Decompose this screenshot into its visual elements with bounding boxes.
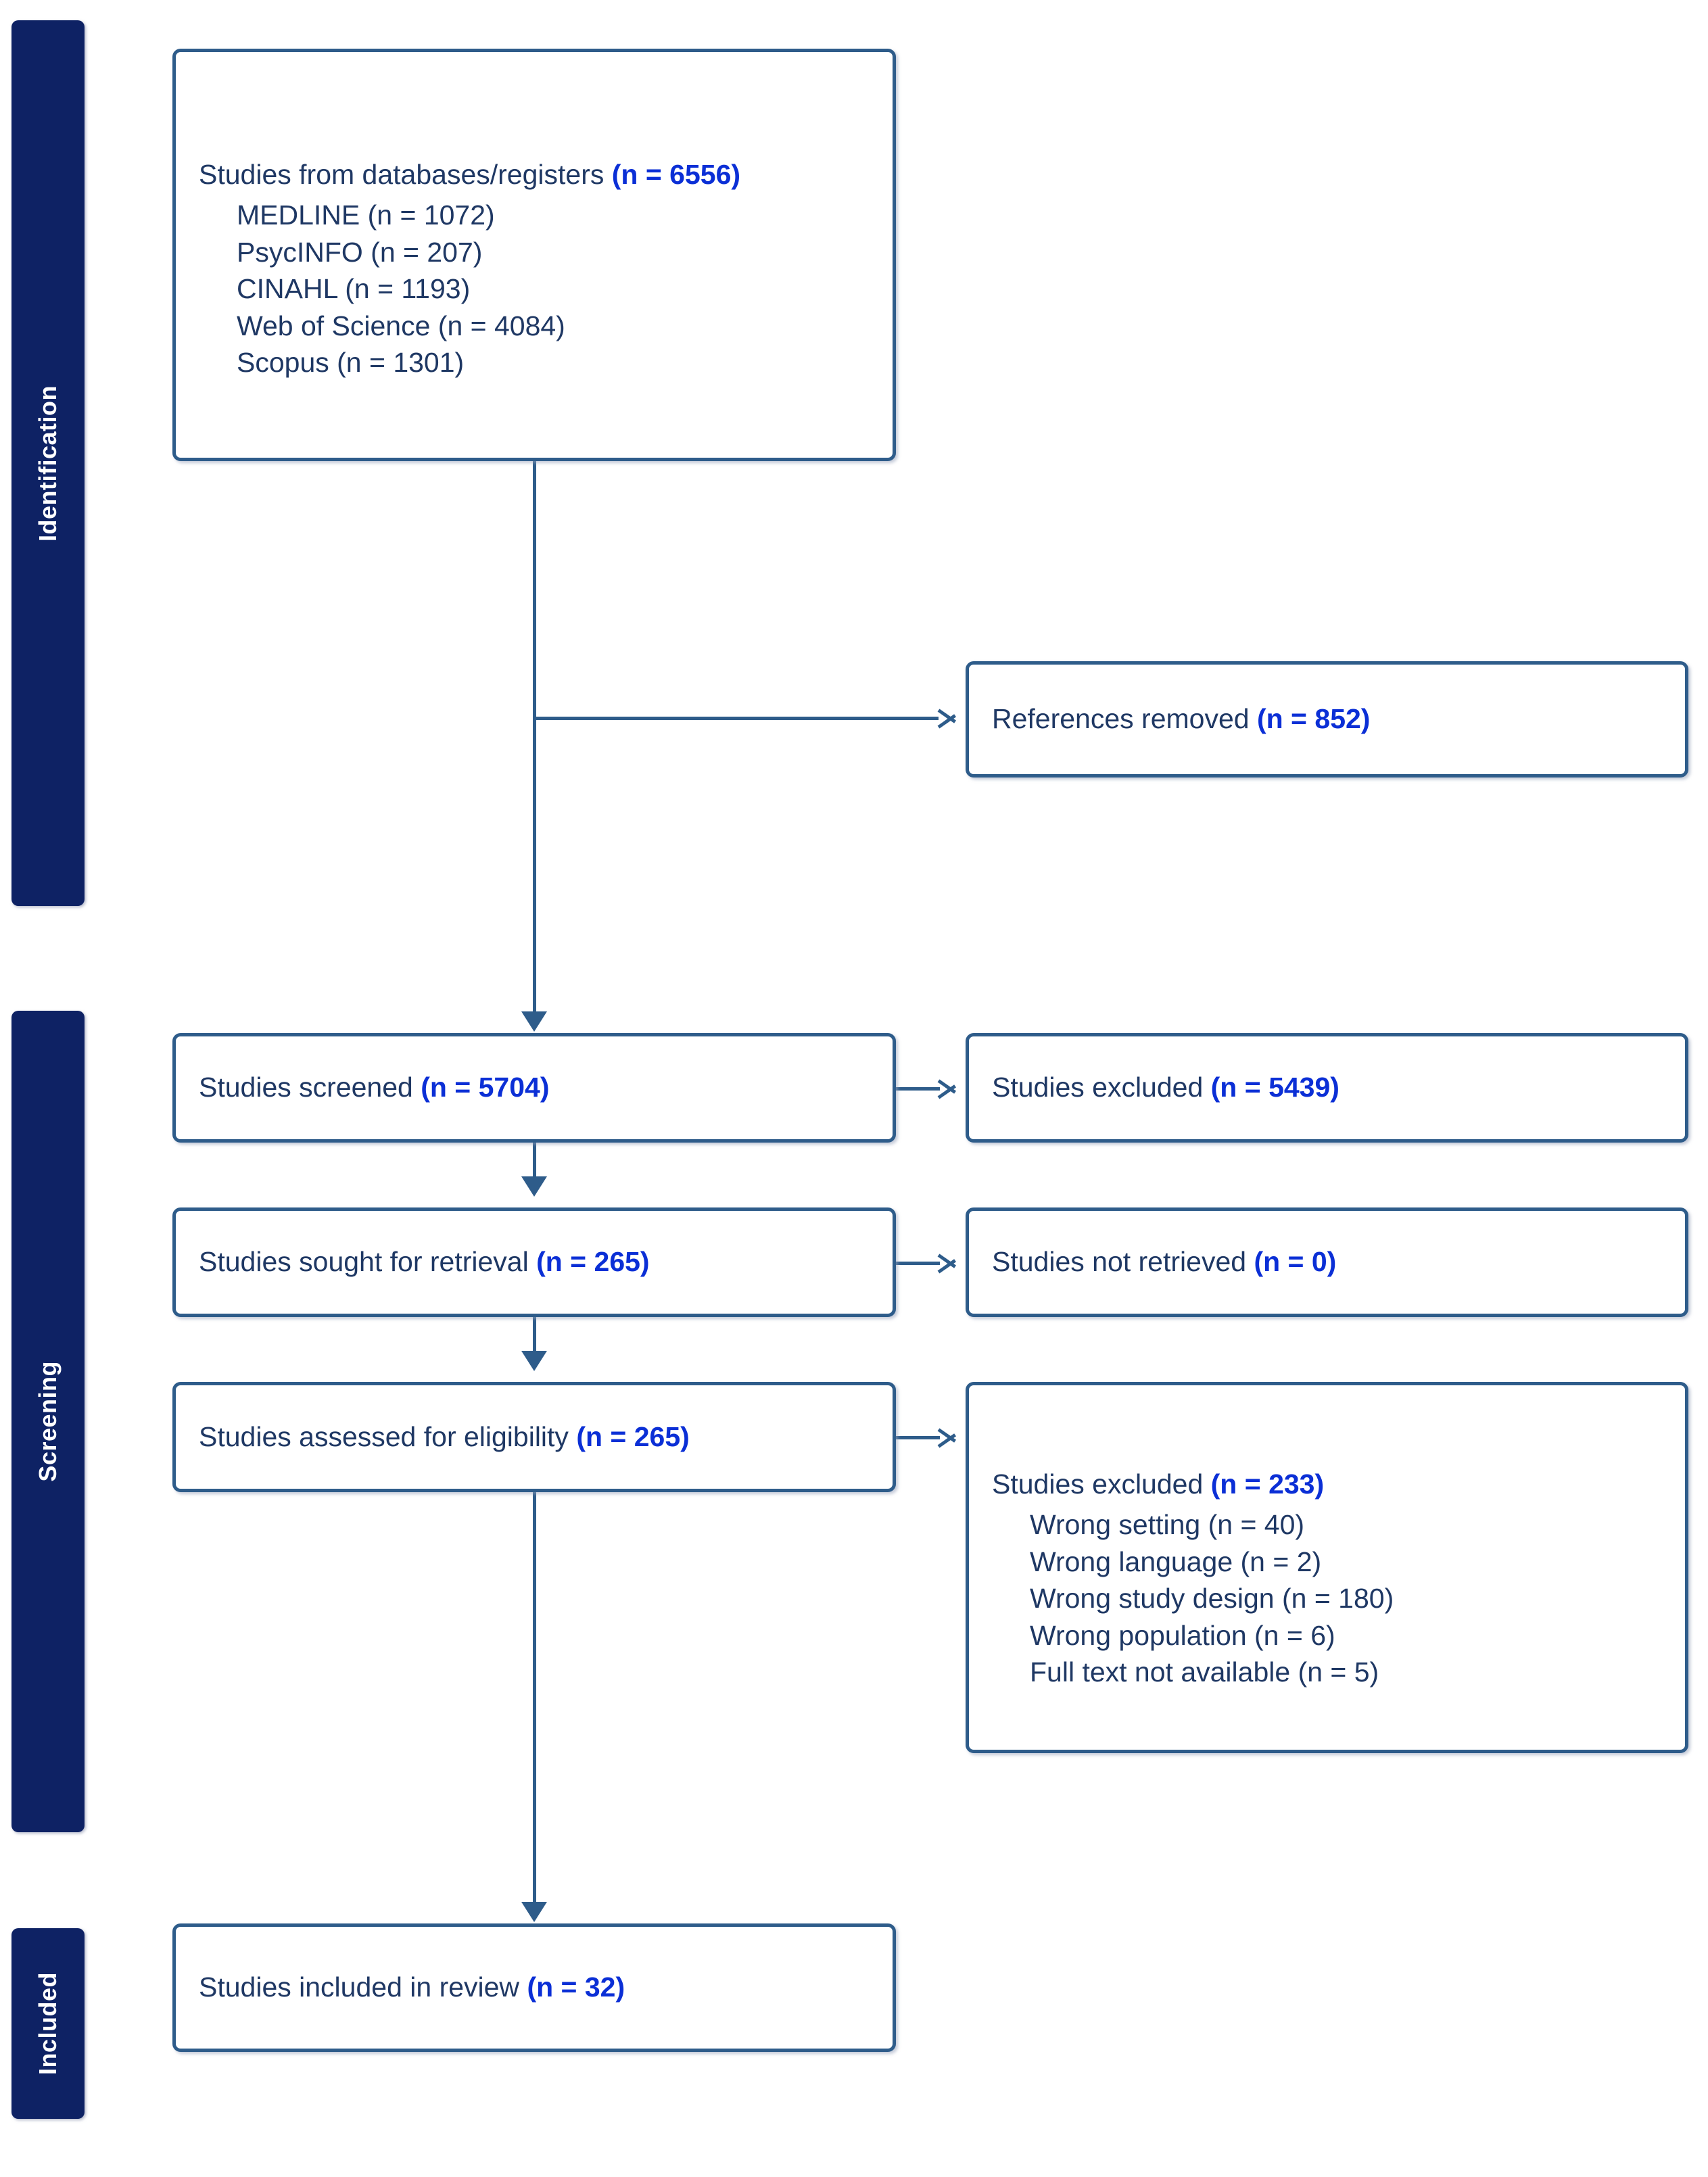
list-item: Wrong language (n = 2) <box>1030 1546 1322 1577</box>
connector-sought-to-not-retrieved <box>896 1262 940 1265</box>
connector-eligibility-to-included <box>533 1492 536 1905</box>
box-studies-from-databases-label: Studies from databases/registers <box>199 159 612 190</box>
box-references-removed-label: References removed <box>992 703 1257 735</box>
box-studies-from-databases: Studies from databases/registers (n = 65… <box>172 49 896 461</box>
list-item: PsycINFO (n = 207) <box>237 236 483 268</box>
box-studies-assessed-label: Studies assessed for eligibility <box>199 1420 577 1452</box>
list-item: Wrong study design (n = 180) <box>1030 1583 1394 1614</box>
arrow-references-removed <box>939 706 962 732</box>
arrow-eligibility-to-included <box>521 1902 547 1922</box>
box-studies-from-databases-title: Studies from databases/registers (n = 65… <box>176 157 893 193</box>
box-studies-excluded-screening-count: (n = 5439) <box>1210 1072 1339 1103</box>
box-studies-screened: Studies screened (n = 5704) <box>172 1033 896 1143</box>
box-studies-assessed-title: Studies assessed for eligibility (n = 26… <box>176 1419 893 1455</box>
box-studies-excluded-screening-title: Studies excluded (n = 5439) <box>969 1070 1685 1105</box>
box-studies-excluded-eligibility-title: Studies excluded (n = 233) <box>969 1466 1685 1502</box>
databases-source-list: MEDLINE (n = 1072) PsycINFO (n = 207) CI… <box>176 197 893 381</box>
box-studies-sought-for-retrieval: Studies sought for retrieval (n = 265) <box>172 1207 896 1317</box>
box-studies-sought-title: Studies sought for retrieval (n = 265) <box>176 1244 893 1280</box>
exclusion-reason-list: Wrong setting (n = 40) Wrong language (n… <box>969 1506 1685 1691</box>
box-references-removed-count: (n = 852) <box>1256 703 1371 735</box>
box-studies-included-label: Studies included in review <box>199 1971 527 2003</box>
arrow-sought-to-eligibility <box>521 1351 547 1371</box>
box-studies-excluded-eligibility: Studies excluded (n = 233) Wrong setting… <box>966 1382 1688 1753</box>
list-item: CINAHL (n = 1193) <box>237 273 471 305</box>
arrow-not-retrieved <box>939 1251 962 1276</box>
box-studies-from-databases-count: (n = 6556) <box>611 159 741 190</box>
box-studies-assessed-count: (n = 265) <box>576 1420 690 1452</box>
box-studies-excluded-screening-label: Studies excluded <box>992 1072 1211 1103</box>
arrow-eligibility-excluded <box>939 1425 962 1451</box>
box-references-removed: References removed (n = 852) <box>966 661 1688 778</box>
connector-eligibility-to-excluded <box>896 1436 940 1439</box>
stage-label-identification: Identification <box>34 385 62 542</box>
list-item: Full text not available (n = 5) <box>1030 1656 1379 1688</box>
box-studies-included-title: Studies included in review (n = 32) <box>176 1969 893 2005</box>
stage-label-screening: Screening <box>34 1361 62 1482</box>
box-studies-not-retrieved: Studies not retrieved (n = 0) <box>966 1207 1688 1317</box>
stage-bar-screening: Screening <box>11 1011 85 1832</box>
stage-bar-included: Included <box>11 1928 85 2119</box>
connector-databases-to-screened <box>533 460 536 1014</box>
connector-screened-to-excluded <box>896 1087 940 1091</box>
box-studies-sought-label: Studies sought for retrieval <box>199 1246 537 1278</box>
box-studies-excluded-screening: Studies excluded (n = 5439) <box>966 1033 1688 1143</box>
arrow-screened-excluded <box>939 1076 962 1102</box>
box-studies-included-in-review: Studies included in review (n = 32) <box>172 1923 896 2052</box>
list-item: MEDLINE (n = 1072) <box>237 199 495 231</box>
box-studies-not-retrieved-title: Studies not retrieved (n = 0) <box>969 1244 1685 1280</box>
box-studies-screened-label: Studies screened <box>199 1072 421 1103</box>
box-studies-assessed-for-eligibility: Studies assessed for eligibility (n = 26… <box>172 1382 896 1492</box>
list-item: Wrong setting (n = 40) <box>1030 1509 1305 1541</box>
connector-sought-to-eligibility <box>533 1317 536 1352</box>
box-studies-excluded-eligibility-count: (n = 233) <box>1210 1468 1325 1500</box>
list-item: Scopus (n = 1301) <box>237 347 465 379</box>
box-references-removed-title: References removed (n = 852) <box>969 701 1685 737</box>
stage-bar-identification: Identification <box>11 20 85 906</box>
stage-label-included: Included <box>34 1971 62 2075</box>
box-studies-screened-title: Studies screened (n = 5704) <box>176 1070 893 1105</box>
box-studies-screened-count: (n = 5704) <box>421 1072 550 1103</box>
connector-databases-to-references-removed <box>533 717 939 720</box>
arrow-databases-to-screened <box>521 1011 547 1032</box>
box-studies-included-count: (n = 32) <box>527 1971 625 2003</box>
connector-screened-to-sought <box>533 1143 536 1178</box>
arrow-screened-to-sought <box>521 1176 547 1197</box>
list-item: Web of Science (n = 4084) <box>237 310 565 341</box>
box-studies-not-retrieved-count: (n = 0) <box>1254 1246 1337 1278</box>
box-studies-excluded-eligibility-label: Studies excluded <box>992 1468 1211 1500</box>
list-item: Wrong population (n = 6) <box>1030 1619 1335 1651</box>
box-studies-sought-count: (n = 265) <box>536 1246 650 1278</box>
box-studies-not-retrieved-label: Studies not retrieved <box>992 1246 1254 1278</box>
